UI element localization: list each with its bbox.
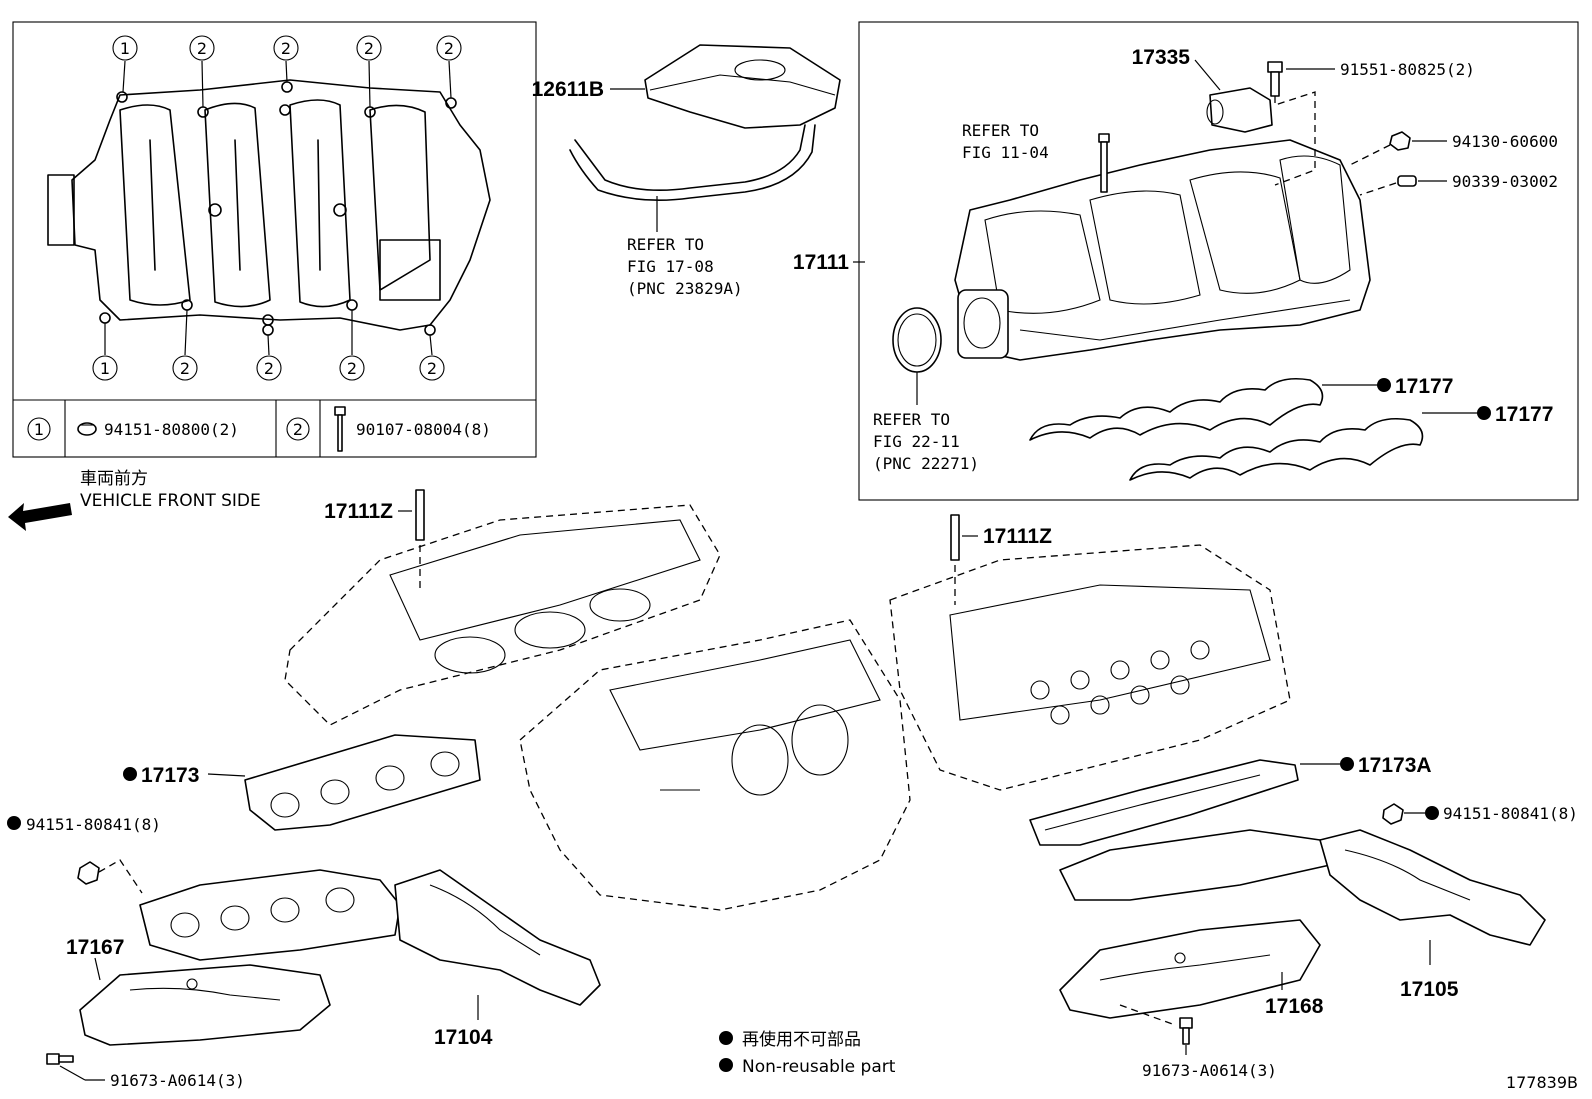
throttle-gasket-ring: REFER TO FIG 22-11 (PNC 22271) [873,307,979,473]
refer-22-11-line1: REFER TO [873,410,950,429]
label-12611B: 12611B [532,78,604,101]
part-94130-nut: 94130-60600 [1349,131,1558,166]
engine-phantom-drawing [284,504,1291,911]
inset-manifold-topview: 1 2 2 2 2 1 2 2 2 2 1 [12,21,537,458]
figure-id: 177839B [1506,1073,1578,1092]
callout-bottom-3: 2 [264,359,274,378]
label-90339: 90339-03002 [1452,172,1558,191]
refer-17-08-line1: REFER TO [627,235,704,254]
legend-key-1: 1 [34,420,44,439]
label-17173: 17173 [141,764,199,787]
legend-non-reusable-jp: 再使用不可部品 [742,1029,861,1050]
intake-manifold-drawing [954,139,1371,361]
refer-11-04-line1: REFER TO [962,121,1039,140]
refer-22-11-line2: FIG 22-11 [873,432,960,451]
part-90339-pin: 90339-03002 [1359,172,1558,196]
callout-top-3: 2 [281,39,291,58]
callout-top-5: 2 [444,39,454,58]
callout-bottom-5: 2 [427,359,437,378]
label-17105: 17105 [1400,978,1459,1001]
bolt-callouts-top: 1 2 2 2 2 [112,35,462,108]
part-17177-gaskets: 17177 17177 [1029,375,1553,481]
label-91673-right: 91673-A0614(3) [1142,1061,1277,1080]
part-17168-heat-insulator: 17168 [1059,919,1324,1019]
part-17167-heat-insulator: 17167 [66,936,331,1046]
label-17111: 17111 [793,251,849,274]
vehicle-front-indicator: 車両前方 VEHICLE FRONT SIDE [8,469,261,531]
part-94151-left-nut: 94151-80841(8) [7,815,161,894]
label-17335: 17335 [1132,46,1191,69]
label-17111Z-right: 17111Z [983,525,1052,548]
legend-part-1: 94151-80800(2) [104,420,239,439]
part-17335-valve: 17335 [1132,46,1273,133]
part-91673-left-bolt: 91673-A0614(3) [46,1053,245,1090]
callout-bottom-1: 1 [100,359,110,378]
non-reusable-legend: 再使用不可部品 Non-reusable part [719,1029,896,1077]
callout-bottom-2: 2 [180,359,190,378]
part-12611B-cover: 12611B REFER TO FIG 17-08 (PNC 23829A) [532,44,841,298]
legend-key-2: 2 [293,420,303,439]
label-17104: 17104 [434,1026,493,1049]
callout-top-1: 1 [120,39,130,58]
part-17111Z-left: 17111Z [324,489,425,590]
label-17168: 17168 [1265,995,1324,1018]
label-91673-left: 91673-A0614(3) [110,1071,245,1090]
label-17167: 17167 [66,936,124,959]
bolt-icon [334,406,346,452]
legend-part-2: 90107-08004(8) [356,420,491,439]
manifold-topview-drawing [47,79,491,336]
label-17177-a: 17177 [1395,375,1453,398]
label-17173A: 17173A [1358,754,1432,777]
vehicle-front-jp: 車両前方 [80,469,148,489]
part-17105-exhaust-manifold: 17105 [1059,829,1546,1001]
legend-non-reusable-en: Non-reusable part [742,1057,896,1077]
vehicle-front-en: VEHICLE FRONT SIDE [80,491,261,511]
part-17104-exhaust-manifold: 17104 [139,869,601,1049]
label-17111Z-left: 17111Z [324,500,393,523]
arrow-left-icon [8,503,72,531]
stud-refer-11-04: REFER TO FIG 11-04 [962,121,1110,193]
part-17173A-gasket: 17173A [1029,754,1432,846]
refer-22-11-line3: (PNC 22271) [873,454,979,473]
nut-icon [77,422,97,436]
label-94151-right: 94151-80841(8) [1443,804,1578,823]
callout-bottom-4: 2 [347,359,357,378]
inset-intake-manifold: REFER TO FIG 22-11 (PNC 22271) REFER TO … [793,21,1579,501]
bolt-callouts-bottom: 1 2 2 2 2 [92,309,445,381]
part-17111Z-right: 17111Z [950,514,1052,605]
part-91673-right-bolt: 91673-A0614(3) [1119,1004,1277,1080]
label-17177-b: 17177 [1495,403,1553,426]
part-17173-gasket: 17173 [123,734,481,831]
callout-top-2: 2 [197,39,207,58]
refer-17-08-line3: (PNC 23829A) [627,279,743,298]
label-91551: 91551-80825(2) [1340,60,1475,79]
callout-top-4: 2 [364,39,374,58]
inset-legend: 1 94151-80800(2) 2 90107-08004(8) [27,406,491,452]
part-91551-bolt: 91551-80825(2) [1267,60,1475,186]
label-94130: 94130-60600 [1452,132,1558,151]
refer-11-04-line2: FIG 11-04 [962,143,1049,162]
label-94151-left: 94151-80841(8) [26,815,161,834]
part-94151-right-nut: 94151-80841(8) [1382,803,1578,825]
refer-17-08-line2: FIG 17-08 [627,257,714,276]
